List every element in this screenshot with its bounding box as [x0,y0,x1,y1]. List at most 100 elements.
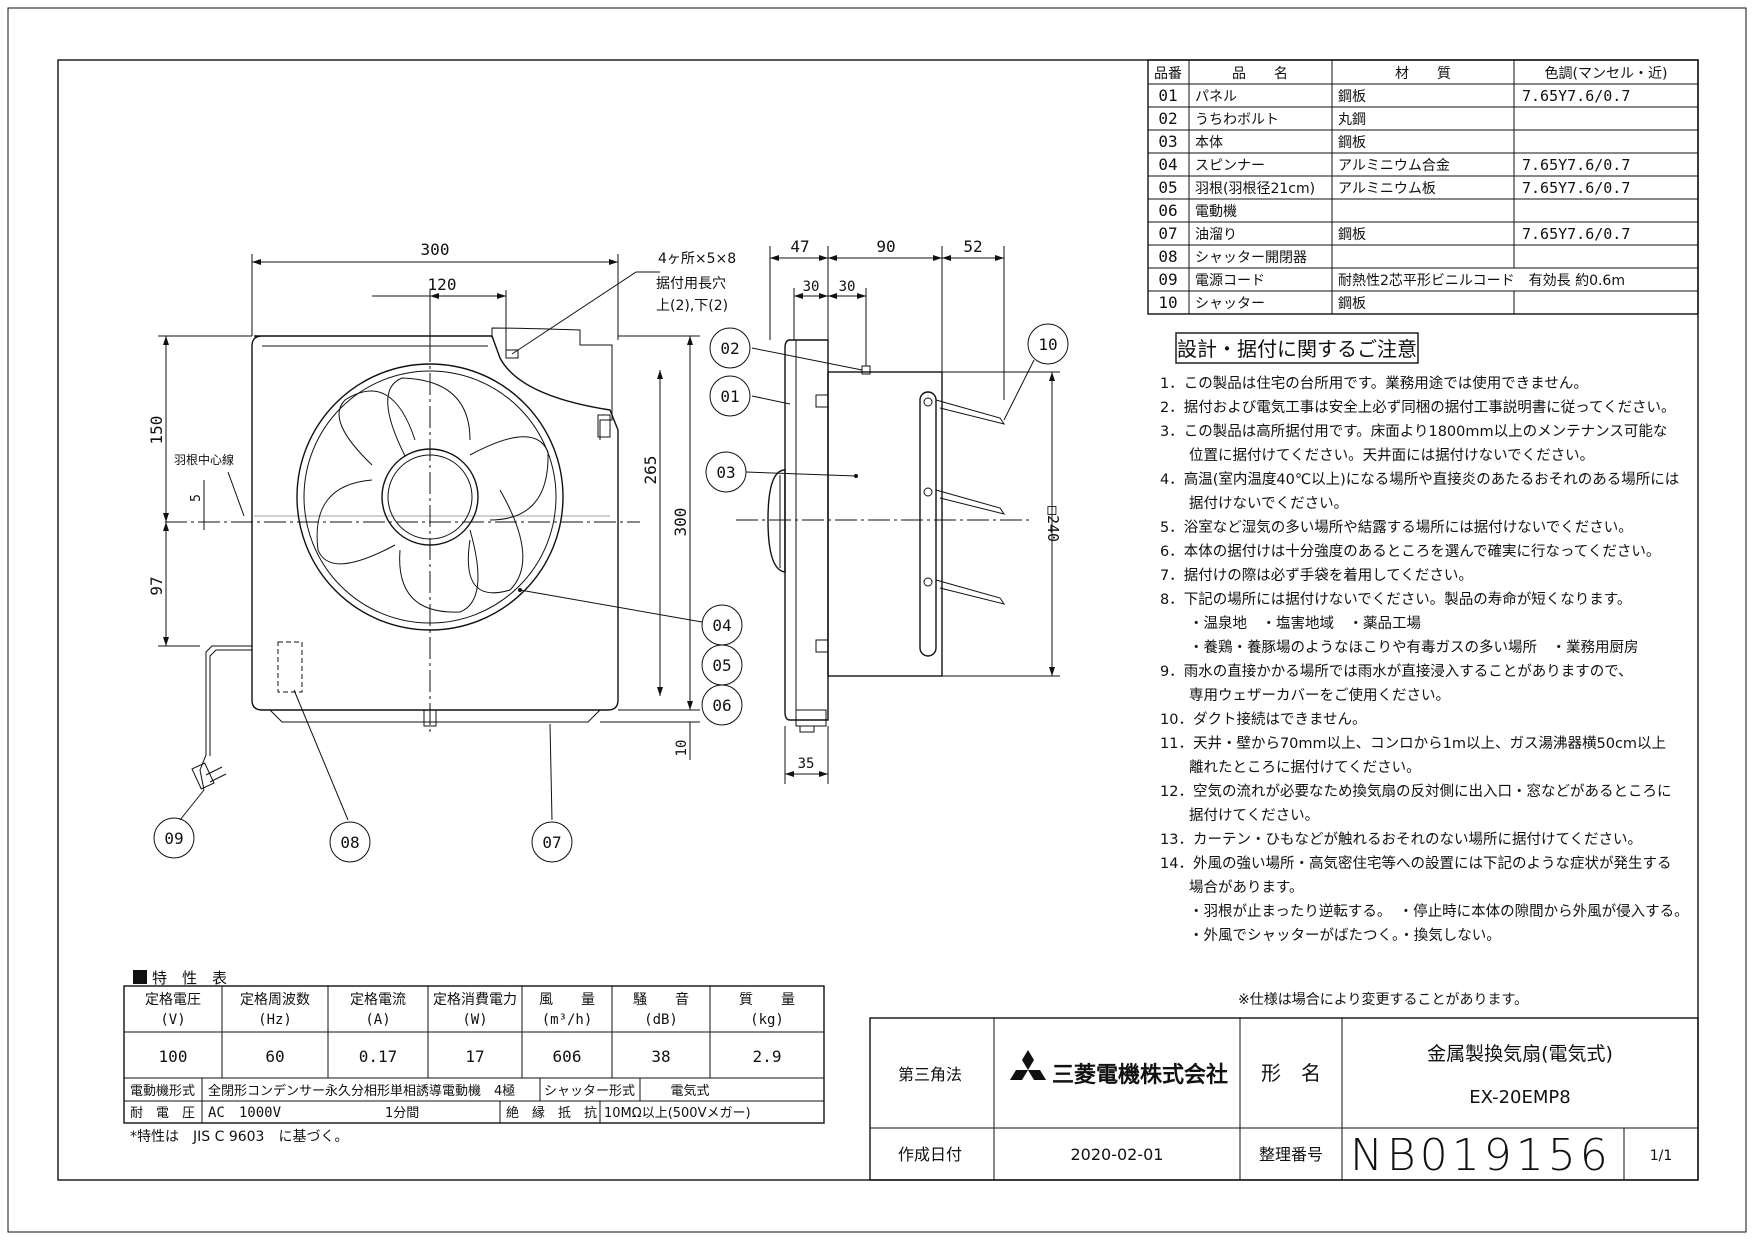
parts-header-name: 品 名 [1232,66,1288,82]
part-material: 鋼板 [1338,296,1366,312]
part-material: 丸鋼 [1338,112,1366,128]
callout-label: 01 [720,387,739,406]
part-material: アルミニウム板 [1338,181,1436,197]
callout-bubble [329,821,371,863]
part-color: 7.65Y7.6/0.7 [1522,87,1630,105]
parts-row: 07 油溜り 鋼板 7.65Y7.6/0.7 [1158,224,1630,243]
side-bolt [861,365,871,375]
parts-row: 02 うちわボルト 丸鋼 [1158,109,1366,128]
model-label: 形 名 [1261,1061,1321,1085]
dim-height-150: 150 [147,416,166,445]
parts-row: 10 シャッター 鋼板 [1158,293,1366,312]
spec-value-airflow: 606 [553,1047,582,1066]
hole-note-positions: 上(2),下(2) [656,298,728,314]
oil-tray [269,709,601,723]
parts-row: 09 電源コード 耐熱性2芯平形ビニルコード 有効長 約0.6m [1158,270,1625,289]
note-line: 8．下記の場所には据付けないでください。製品の寿命が短くなります。 [1160,590,1631,608]
part-name: 羽根(羽根径21cm) [1195,181,1315,197]
note-line: 3．この製品は高所据付用です。床面より1800mm以上のメンテナンス可能な [1160,423,1667,440]
spec-value-power: 17 [465,1047,484,1066]
part-name: パネル [1195,89,1237,105]
power-cord [199,645,252,791]
note-line: 14．外風の強い場所・高気密住宅等への設置には下記のような症状が発生する [1160,854,1671,872]
spec-header-airflow-unit: (m³/h) [542,1012,593,1028]
spec-header-current: 定格電流 [350,992,406,1008]
date-label: 作成日付 [898,1145,962,1164]
callout-bubble [709,375,751,417]
parts-row: 01 パネル 鋼板 7.65Y7.6/0.7 [1158,86,1630,105]
spec-header-noise-unit: (dB) [644,1012,678,1028]
spec-note: *特性は JIS C 9603 に基づく。 [130,1128,348,1145]
spec-header-noise: 騒 音 [633,991,689,1008]
part-no: 01 [1158,86,1177,105]
spec-value-voltage: 100 [159,1047,188,1066]
part-no: 09 [1158,270,1177,289]
shutter-flap [935,399,1006,425]
part-material: 耐熱性2芯平形ビニルコード 有効長 約0.6m [1338,273,1625,289]
parts-row: 08 シャッター開閉器 [1158,247,1307,266]
part-color: 7.65Y7.6/0.7 [1522,225,1630,243]
spec-header-mass: 質 量 [739,992,795,1008]
spec-withstand-value: AC 1000V [208,1105,282,1121]
title-block: 第三角法 三菱電機株式会社 形 名 金属製換気扇(電気式) EX-20EMP8 … [869,1017,1699,1181]
spec-withstand-label: 耐 電 圧 [130,1106,195,1121]
spec-value-mass: 2.9 [753,1047,782,1066]
spec-header-voltage-unit: (V) [160,1012,185,1028]
spec-header-current-unit: (A) [365,1012,390,1028]
spec-header-power: 定格消費電力 [433,992,517,1008]
model-number: EX-20EMP8 [1469,1087,1570,1108]
spec-title-marker [133,970,147,984]
drawing-border [57,59,1699,1181]
sheet-number: 1/1 [1650,1148,1673,1164]
part-color: 7.65Y7.6/0.7 [1522,156,1630,174]
fan-center-label: 羽根中心線 [174,452,234,467]
dim-depth-35: 35 [798,756,815,772]
callout-label: 09 [164,829,183,848]
note-line: 2．据付および電気工事は安全上必ず同梱の据付工事説明書に従ってください。 [1160,398,1676,416]
spec-header-airflow: 風 量 [539,992,595,1008]
dim-height-265: 265 [641,456,660,485]
spec-header-power-unit: (W) [462,1012,487,1028]
dim-width-120: 120 [428,275,457,294]
note-line: 9．雨水の直接かかる場所では雨水が直接浸入することがありますので、 [1160,663,1633,680]
callout-bubble [709,327,751,369]
callout-bubble [701,684,743,726]
parts-row: 05 羽根(羽根径21cm) アルミニウム板 7.65Y7.6/0.7 [1158,178,1630,197]
parts-header-color: 色調(マンセル・近) [1545,65,1668,82]
note-line: 5．浴室など湿気の多い場所や結露する場所には据付けないでください。 [1160,519,1633,536]
shutter-switch [277,641,303,693]
note-line: 10．ダクト接続はできません。 [1160,711,1367,728]
part-name: シャッター [1195,296,1265,312]
dim-depth-30b: 30 [839,279,856,295]
callout-bubble [705,451,747,493]
callout-label: 03 [716,463,735,482]
hole-note-size: 4ヶ所×5×8 [658,251,736,267]
callout-label: 06 [712,696,731,715]
note-line: 13．カーテン・ひもなどが触れるおそれのない場所に据付けてください。 [1160,831,1642,848]
note-line: 離れたところに据付けてください。 [1160,758,1421,776]
spec-insulation-value: 10MΩ以上(500Vメガー) [604,1106,751,1121]
dim-depth-52: 52 [963,237,982,256]
spec-table: 特 性 表 定格電圧 (V) 定格周波数 (Hz) 定格電流 (A) 定格消費電… [123,969,825,1145]
spec-value-frequency: 60 [265,1047,284,1066]
note-line: 専用ウェザーカバーをご使用ください。 [1160,687,1450,704]
part-no: 04 [1158,155,1177,174]
part-no: 03 [1158,132,1177,151]
creation-date: 2020-02-01 [1071,1145,1164,1164]
spec-motor-value: 全閉形コンデンサー永久分相形単相誘導電動機 4極 [208,1083,515,1099]
parts-row: 04 スピンナー アルミニウム合金 7.65Y7.6/0.7 [1158,155,1630,174]
part-no: 08 [1158,247,1177,266]
note-line: ・温泉地 ・塩害地域 ・薬品工場 [1160,615,1421,632]
mounting-hole [505,349,519,359]
reference-label: 整理番号 [1259,1145,1323,1164]
spec-header-voltage: 定格電圧 [145,992,201,1008]
side-body [827,371,943,677]
part-name: 本体 [1195,135,1223,151]
parts-header-material: 材 質 [1395,66,1451,82]
fan-blades [316,377,549,613]
spec-header-mass-unit: (kg) [750,1012,784,1028]
spec-shutter-value: 電気式 [670,1083,709,1099]
callout-label: 07 [542,833,561,852]
installation-notes: 設計・据付に関するご注意 1．この製品は住宅の台所用です。業務用途では使用できま… [1160,332,1689,944]
dim-height-10: 10 [674,740,690,757]
